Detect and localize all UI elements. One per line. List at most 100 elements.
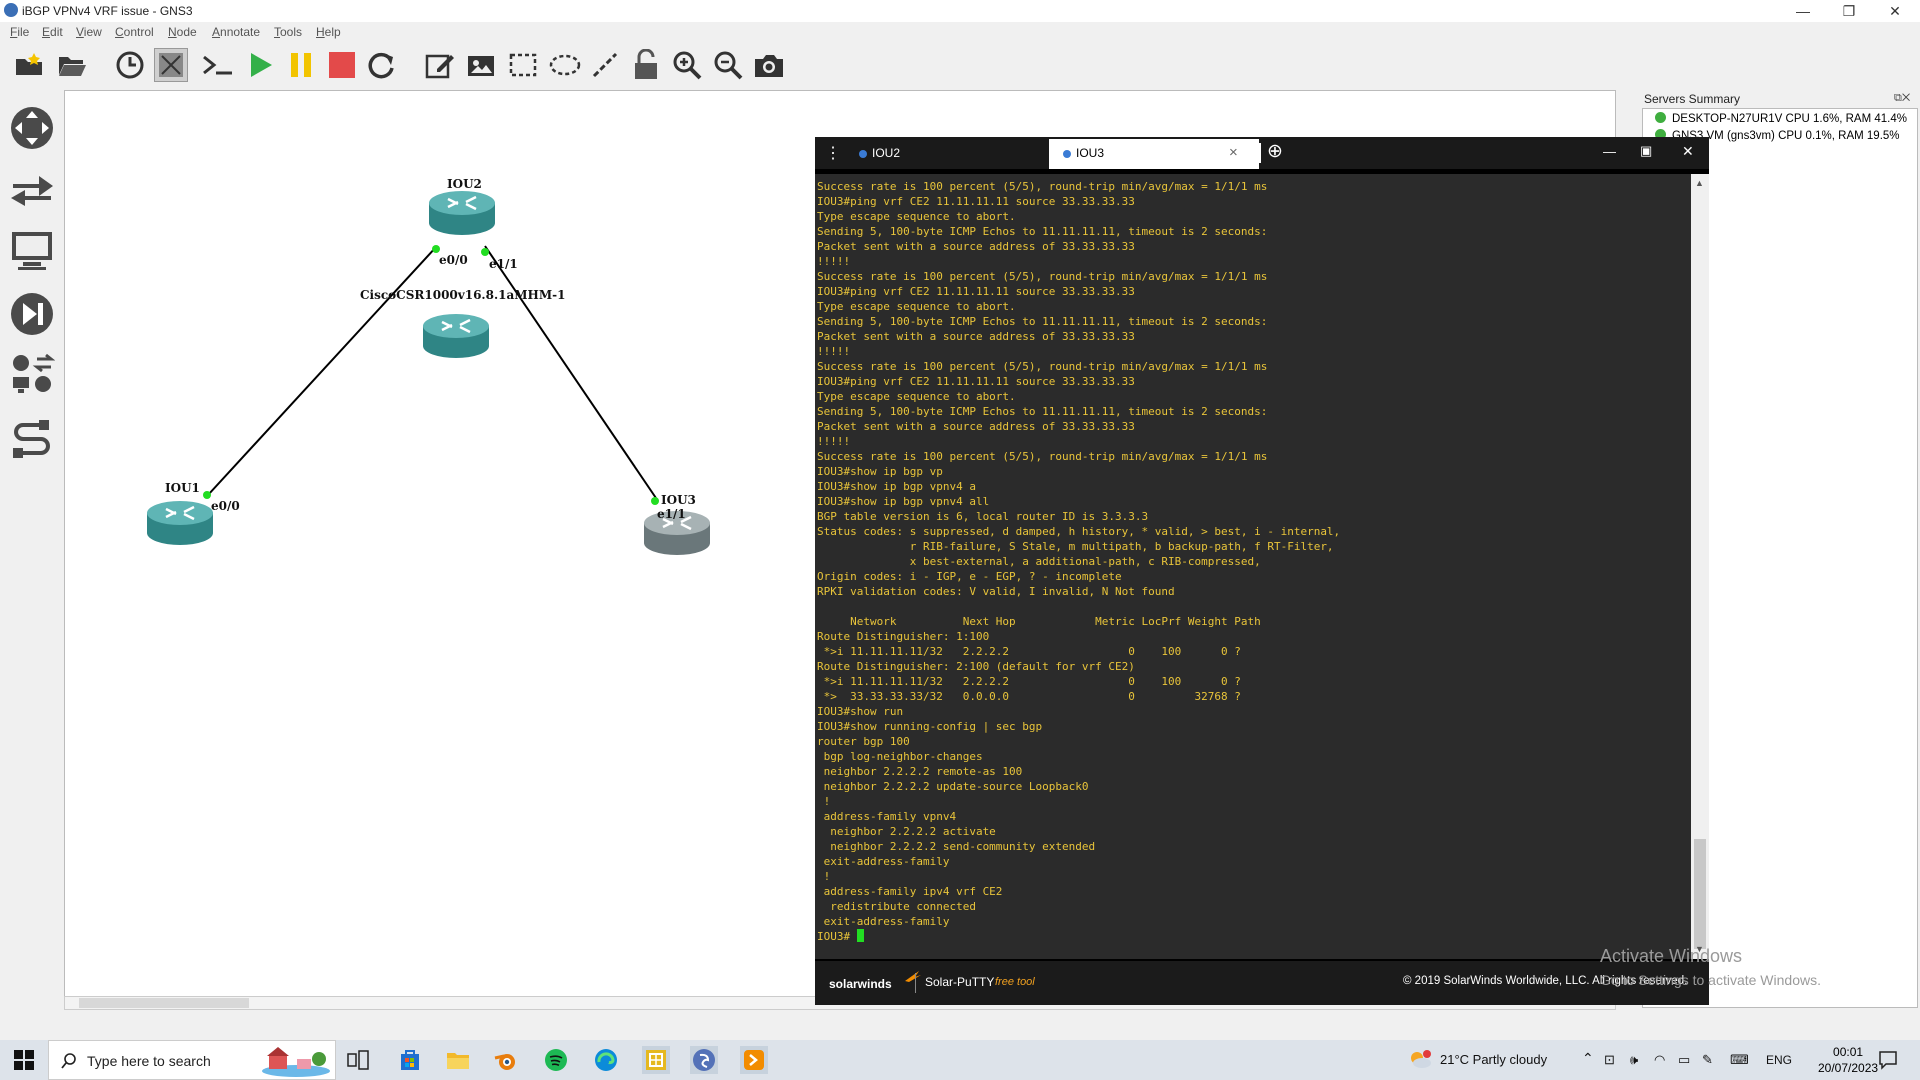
- screenshot-camera-icon[interactable]: [752, 48, 786, 82]
- menu-view[interactable]: View: [76, 25, 102, 39]
- windows-taskbar: Type here to search 21°C Partly cloudy ⌃…: [0, 1040, 1920, 1080]
- terminal-line: IOU3#ping vrf CE2 11.11.11.11 source 33.…: [817, 285, 1135, 298]
- windows-start-icon[interactable]: [10, 1046, 38, 1074]
- solar-putty-taskbar-icon[interactable]: [740, 1046, 768, 1074]
- terminal-line: neighbor 2.2.2.2 send-community extended: [817, 840, 1095, 853]
- zoom-out-icon[interactable]: [711, 48, 745, 82]
- show-hidden-icons-icon[interactable]: ⌃: [1582, 1050, 1594, 1067]
- pen-icon[interactable]: ✎: [1702, 1052, 1713, 1068]
- menu-edit[interactable]: Edit: [42, 25, 63, 39]
- edge-browser-icon[interactable]: [592, 1046, 620, 1074]
- tab-iou2[interactable]: IOU2: [845, 139, 1063, 169]
- dock-float-icon[interactable]: ⧉✕: [1894, 92, 1910, 105]
- open-folder-icon[interactable]: [55, 48, 89, 82]
- browse-routers-icon[interactable]: [8, 104, 56, 152]
- reload-all-icon[interactable]: [365, 48, 399, 82]
- menu-annotate[interactable]: Annotate: [212, 25, 260, 39]
- volume-icon[interactable]: 🕪: [1630, 1052, 1638, 1068]
- add-note-icon[interactable]: [423, 48, 457, 82]
- terminal-output[interactable]: Success rate is 100 percent (5/5), round…: [815, 174, 1691, 959]
- terminal-line: address-family vpnv4: [817, 810, 956, 823]
- putty-close-button[interactable]: ✕: [1682, 143, 1694, 160]
- draw-line-icon[interactable]: [588, 48, 622, 82]
- router-csr1000v-icon[interactable]: [423, 314, 489, 358]
- scrollbar-thumb[interactable]: [79, 998, 249, 1008]
- draw-ellipse-icon[interactable]: [548, 48, 582, 82]
- add-link-icon[interactable]: [8, 416, 56, 464]
- wifi-icon[interactable]: ◠: [1654, 1052, 1665, 1068]
- show-interface-labels-icon[interactable]: [154, 48, 188, 82]
- draw-rectangle-icon[interactable]: [506, 48, 540, 82]
- new-project-icon[interactable]: [12, 48, 46, 82]
- tab-close-icon[interactable]: ×: [1229, 144, 1238, 161]
- browse-switches-icon[interactable]: [8, 166, 56, 214]
- clock[interactable]: 00:01 20/07/2023: [1818, 1044, 1878, 1076]
- task-view-icon[interactable]: [344, 1046, 372, 1074]
- terminal-line: Sending 5, 100-byte ICMP Echos to 11.11.…: [817, 405, 1267, 418]
- terminal-line: Route Distinguisher: 2:100 (default for …: [817, 660, 1135, 673]
- network-vpn-icon[interactable]: ⊡: [1604, 1052, 1615, 1068]
- minimize-button[interactable]: —: [1780, 0, 1826, 22]
- port-status-iou3-e11: [651, 497, 659, 505]
- gns3-network-taskbar-icon[interactable]: [642, 1046, 670, 1074]
- menu-help[interactable]: Help: [316, 25, 341, 39]
- blender-icon[interactable]: [492, 1046, 520, 1074]
- lock-icon[interactable]: [629, 48, 663, 82]
- microsoft-store-icon[interactable]: [396, 1046, 424, 1074]
- terminal-line: Status codes: s suppressed, d damped, h …: [817, 525, 1340, 538]
- browse-all-devices-icon[interactable]: [8, 350, 56, 398]
- stop-all-icon[interactable]: [325, 48, 359, 82]
- menu-bar: File Edit View Control Node Annotate Too…: [0, 22, 1920, 42]
- terminal-scrollbar[interactable]: ▲ ▼: [1691, 174, 1709, 959]
- browse-security-devices-icon[interactable]: [8, 290, 56, 338]
- scrollbar-thumb[interactable]: [1694, 839, 1706, 949]
- terminal-line: IOU3#ping vrf CE2 11.11.11.11 source 33.…: [817, 195, 1135, 208]
- language-indicator[interactable]: ENG: [1766, 1053, 1792, 1067]
- menu-control[interactable]: Control: [115, 25, 154, 39]
- maximize-button[interactable]: ❐: [1826, 0, 1872, 22]
- terminal-line: !!!!!: [817, 435, 850, 448]
- suspend-all-icon[interactable]: [284, 48, 318, 82]
- putty-tab-bar: ⋮ IOU2 IOU3 × ⊕ — ▣ ✕: [815, 137, 1709, 169]
- display-icon[interactable]: ▭: [1678, 1052, 1690, 1068]
- menu-tools[interactable]: Tools: [274, 25, 302, 39]
- terminal-prompt: IOU3#: [817, 930, 857, 943]
- snapshot-clock-icon[interactable]: [113, 48, 147, 82]
- menu-node[interactable]: Node: [168, 25, 197, 39]
- link-iou2-iou3[interactable]: [485, 246, 658, 501]
- taskbar-search-box[interactable]: Type here to search: [48, 1040, 336, 1080]
- tab-label: IOU3: [1076, 146, 1104, 160]
- weather-icon[interactable]: [1408, 1050, 1432, 1073]
- terminal-line: !: [817, 870, 830, 883]
- weather-text[interactable]: 21°C Partly cloudy: [1440, 1052, 1547, 1067]
- terminal-line: Success rate is 100 percent (5/5), round…: [817, 450, 1267, 463]
- link-iou2-iou1[interactable]: [208, 246, 437, 495]
- notifications-icon[interactable]: [1878, 1050, 1898, 1073]
- new-tab-icon[interactable]: ⊕: [1267, 140, 1283, 163]
- console-all-icon[interactable]: [201, 48, 235, 82]
- solarwinds-flame-icon: [903, 969, 921, 983]
- terminal-line: Sending 5, 100-byte ICMP Echos to 11.11.…: [817, 315, 1267, 328]
- router-iou2-icon[interactable]: [429, 191, 495, 235]
- terminal-text: Success rate is 100 percent (5/5), round…: [817, 179, 1340, 944]
- spotify-icon[interactable]: [542, 1046, 570, 1074]
- insert-image-icon[interactable]: [464, 48, 498, 82]
- start-all-icon[interactable]: [244, 48, 278, 82]
- gns3-taskbar-icon[interactable]: [690, 1046, 718, 1074]
- server-item[interactable]: DESKTOP-N27UR1V CPU 1.6%, RAM 41.4%: [1655, 112, 1907, 125]
- scroll-up-arrow-icon[interactable]: ▲: [1695, 178, 1704, 188]
- putty-minimize-button[interactable]: —: [1603, 144, 1616, 159]
- free-tool-label[interactable]: free tool: [995, 976, 1035, 988]
- putty-menu-icon[interactable]: ⋮: [825, 143, 841, 163]
- close-button[interactable]: ✕: [1872, 0, 1918, 22]
- zoom-in-icon[interactable]: [670, 48, 704, 82]
- menu-file[interactable]: File: [10, 25, 29, 39]
- browse-end-devices-icon[interactable]: [8, 226, 56, 274]
- node-label-iou3: IOU3: [661, 493, 696, 507]
- servers-summary-title: Servers Summary: [1644, 92, 1740, 106]
- tab-iou3[interactable]: IOU3 ×: [1049, 139, 1259, 169]
- file-explorer-icon[interactable]: [444, 1046, 472, 1074]
- putty-maximize-button[interactable]: ▣: [1640, 143, 1652, 159]
- router-iou1-icon[interactable]: [147, 501, 213, 545]
- keyboard-icon[interactable]: ⌨: [1730, 1052, 1749, 1068]
